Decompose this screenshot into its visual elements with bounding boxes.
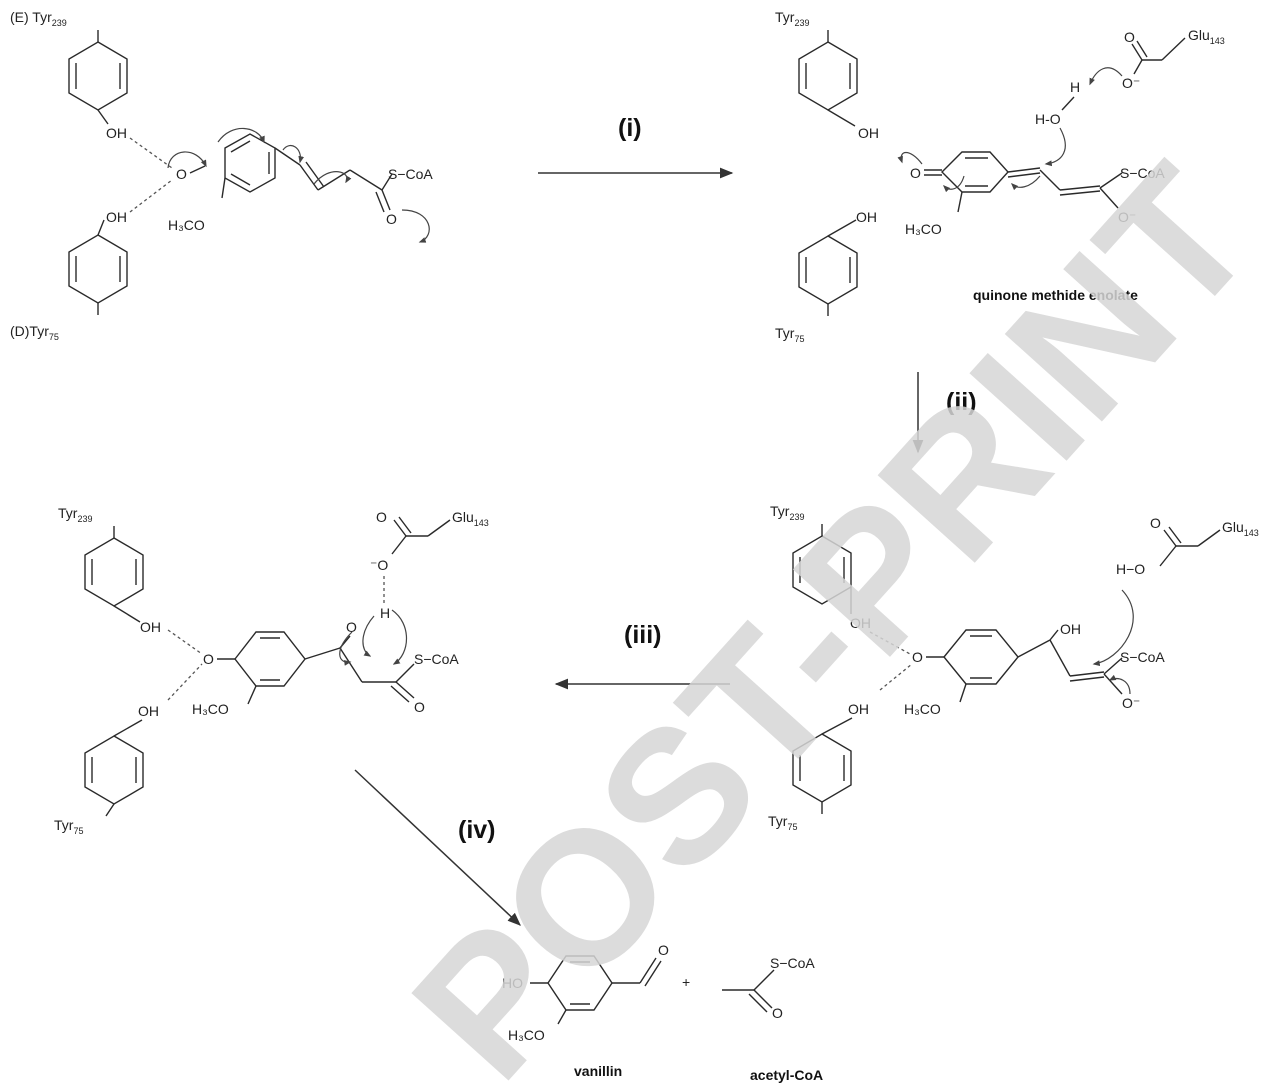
tyr239-label: Tyr239	[770, 503, 804, 522]
panel-aldol-intermediate: Tyr239 OH OH Tyr75 O H₃CO O O S−CoA Glu1…	[54, 505, 489, 836]
tyr239-label: Tyr239	[58, 505, 92, 524]
svg-text:O: O	[1150, 515, 1161, 531]
svg-text:S−CoA: S−CoA	[1120, 165, 1165, 181]
svg-text:S−CoA: S−CoA	[414, 651, 459, 667]
panel-hydration-intermediate: Tyr239 OH OH Tyr75 O H₃CO OH S−CoA O⁻ Gl…	[768, 503, 1259, 832]
svg-text:OH: OH	[856, 209, 877, 225]
svg-text:H: H	[380, 605, 390, 621]
step-label-ii: (ii)	[946, 388, 977, 416]
panel-products: HO H₃CO O + S−CoA O vanillin acetyl-CoA	[502, 942, 823, 1083]
ferulic-ring	[224, 133, 276, 193]
svg-text:S−CoA: S−CoA	[1120, 649, 1165, 665]
svg-text:OH: OH	[848, 701, 869, 717]
oh-label: OH	[106, 209, 127, 225]
watermark-text: POST-PRINT	[373, 128, 1286, 1089]
caption-acetyl-coa: acetyl-CoA	[750, 1067, 823, 1083]
reaction-arrow-iv	[354, 769, 521, 926]
caption-vanillin: vanillin	[574, 1063, 622, 1079]
svg-text:H₃CO: H₃CO	[192, 701, 229, 717]
tyr239-label: Tyr239	[775, 9, 809, 28]
tyr75-ring	[68, 234, 128, 304]
tyr75-label: Tyr75	[768, 813, 797, 832]
svg-text:H₃CO: H₃CO	[508, 1027, 545, 1043]
svg-text:OH: OH	[140, 619, 161, 635]
glu143-label: Glu143	[1222, 519, 1259, 538]
svg-text:O: O	[912, 649, 923, 665]
svg-text:O: O	[386, 211, 397, 227]
svg-text:S−CoA: S−CoA	[388, 166, 433, 182]
tyr75-label: Tyr75	[775, 325, 804, 344]
step-label-iv: (iv)	[458, 816, 496, 844]
glu143-label: Glu143	[1188, 27, 1225, 46]
panel-substrate-complex: (E) Tyr239 OH OH (D)Tyr75 O H₃CO O S−CoA	[10, 9, 433, 342]
tyr75-label: Tyr75	[54, 817, 83, 836]
svg-text:OH: OH	[858, 125, 879, 141]
oh-label: OH	[106, 125, 127, 141]
svg-text:H−O: H−O	[1116, 561, 1145, 577]
svg-text:⁻O: ⁻O	[370, 557, 388, 573]
svg-text:OH: OH	[1060, 621, 1081, 637]
svg-text:H₃CO: H₃CO	[168, 217, 205, 233]
svg-text:O⁻: O⁻	[1118, 209, 1136, 225]
tyr75-label: (D)Tyr75	[10, 323, 59, 342]
step-label-i: (i)	[618, 114, 642, 142]
svg-text:O: O	[376, 509, 387, 525]
svg-text:OH: OH	[850, 615, 871, 631]
svg-text:O: O	[1124, 29, 1135, 45]
svg-text:S−CoA: S−CoA	[770, 955, 815, 971]
caption-quinone-methide-enolate: quinone methide enolate	[973, 287, 1138, 303]
glu143-label: Glu143	[452, 509, 489, 528]
svg-text:O: O	[203, 651, 214, 667]
step-label-iii: (iii)	[624, 621, 662, 649]
svg-text:OH: OH	[138, 703, 159, 719]
svg-text:O⁻: O⁻	[1122, 75, 1140, 91]
svg-text:H₃CO: H₃CO	[905, 221, 942, 237]
svg-text:HO: HO	[502, 975, 523, 991]
svg-text:O: O	[346, 619, 357, 635]
svg-text:O: O	[414, 699, 425, 715]
tyr239-ring	[68, 41, 128, 111]
svg-text:O⁻: O⁻	[1122, 695, 1140, 711]
panel-quinone-methide-enolate: Tyr239 OH OH Tyr75 O H₃CO S−CoA O⁻ Glu14…	[775, 9, 1225, 344]
svg-text:H: H	[1070, 79, 1080, 95]
tyr239-label: (E) Tyr239	[10, 9, 67, 28]
svg-text:O: O	[176, 166, 187, 182]
svg-text:H₃CO: H₃CO	[904, 701, 941, 717]
svg-text:H-O: H-O	[1035, 111, 1061, 127]
svg-text:O: O	[658, 942, 669, 958]
svg-text:O: O	[910, 165, 921, 181]
svg-text:O: O	[772, 1005, 783, 1021]
svg-text:+: +	[682, 974, 690, 990]
